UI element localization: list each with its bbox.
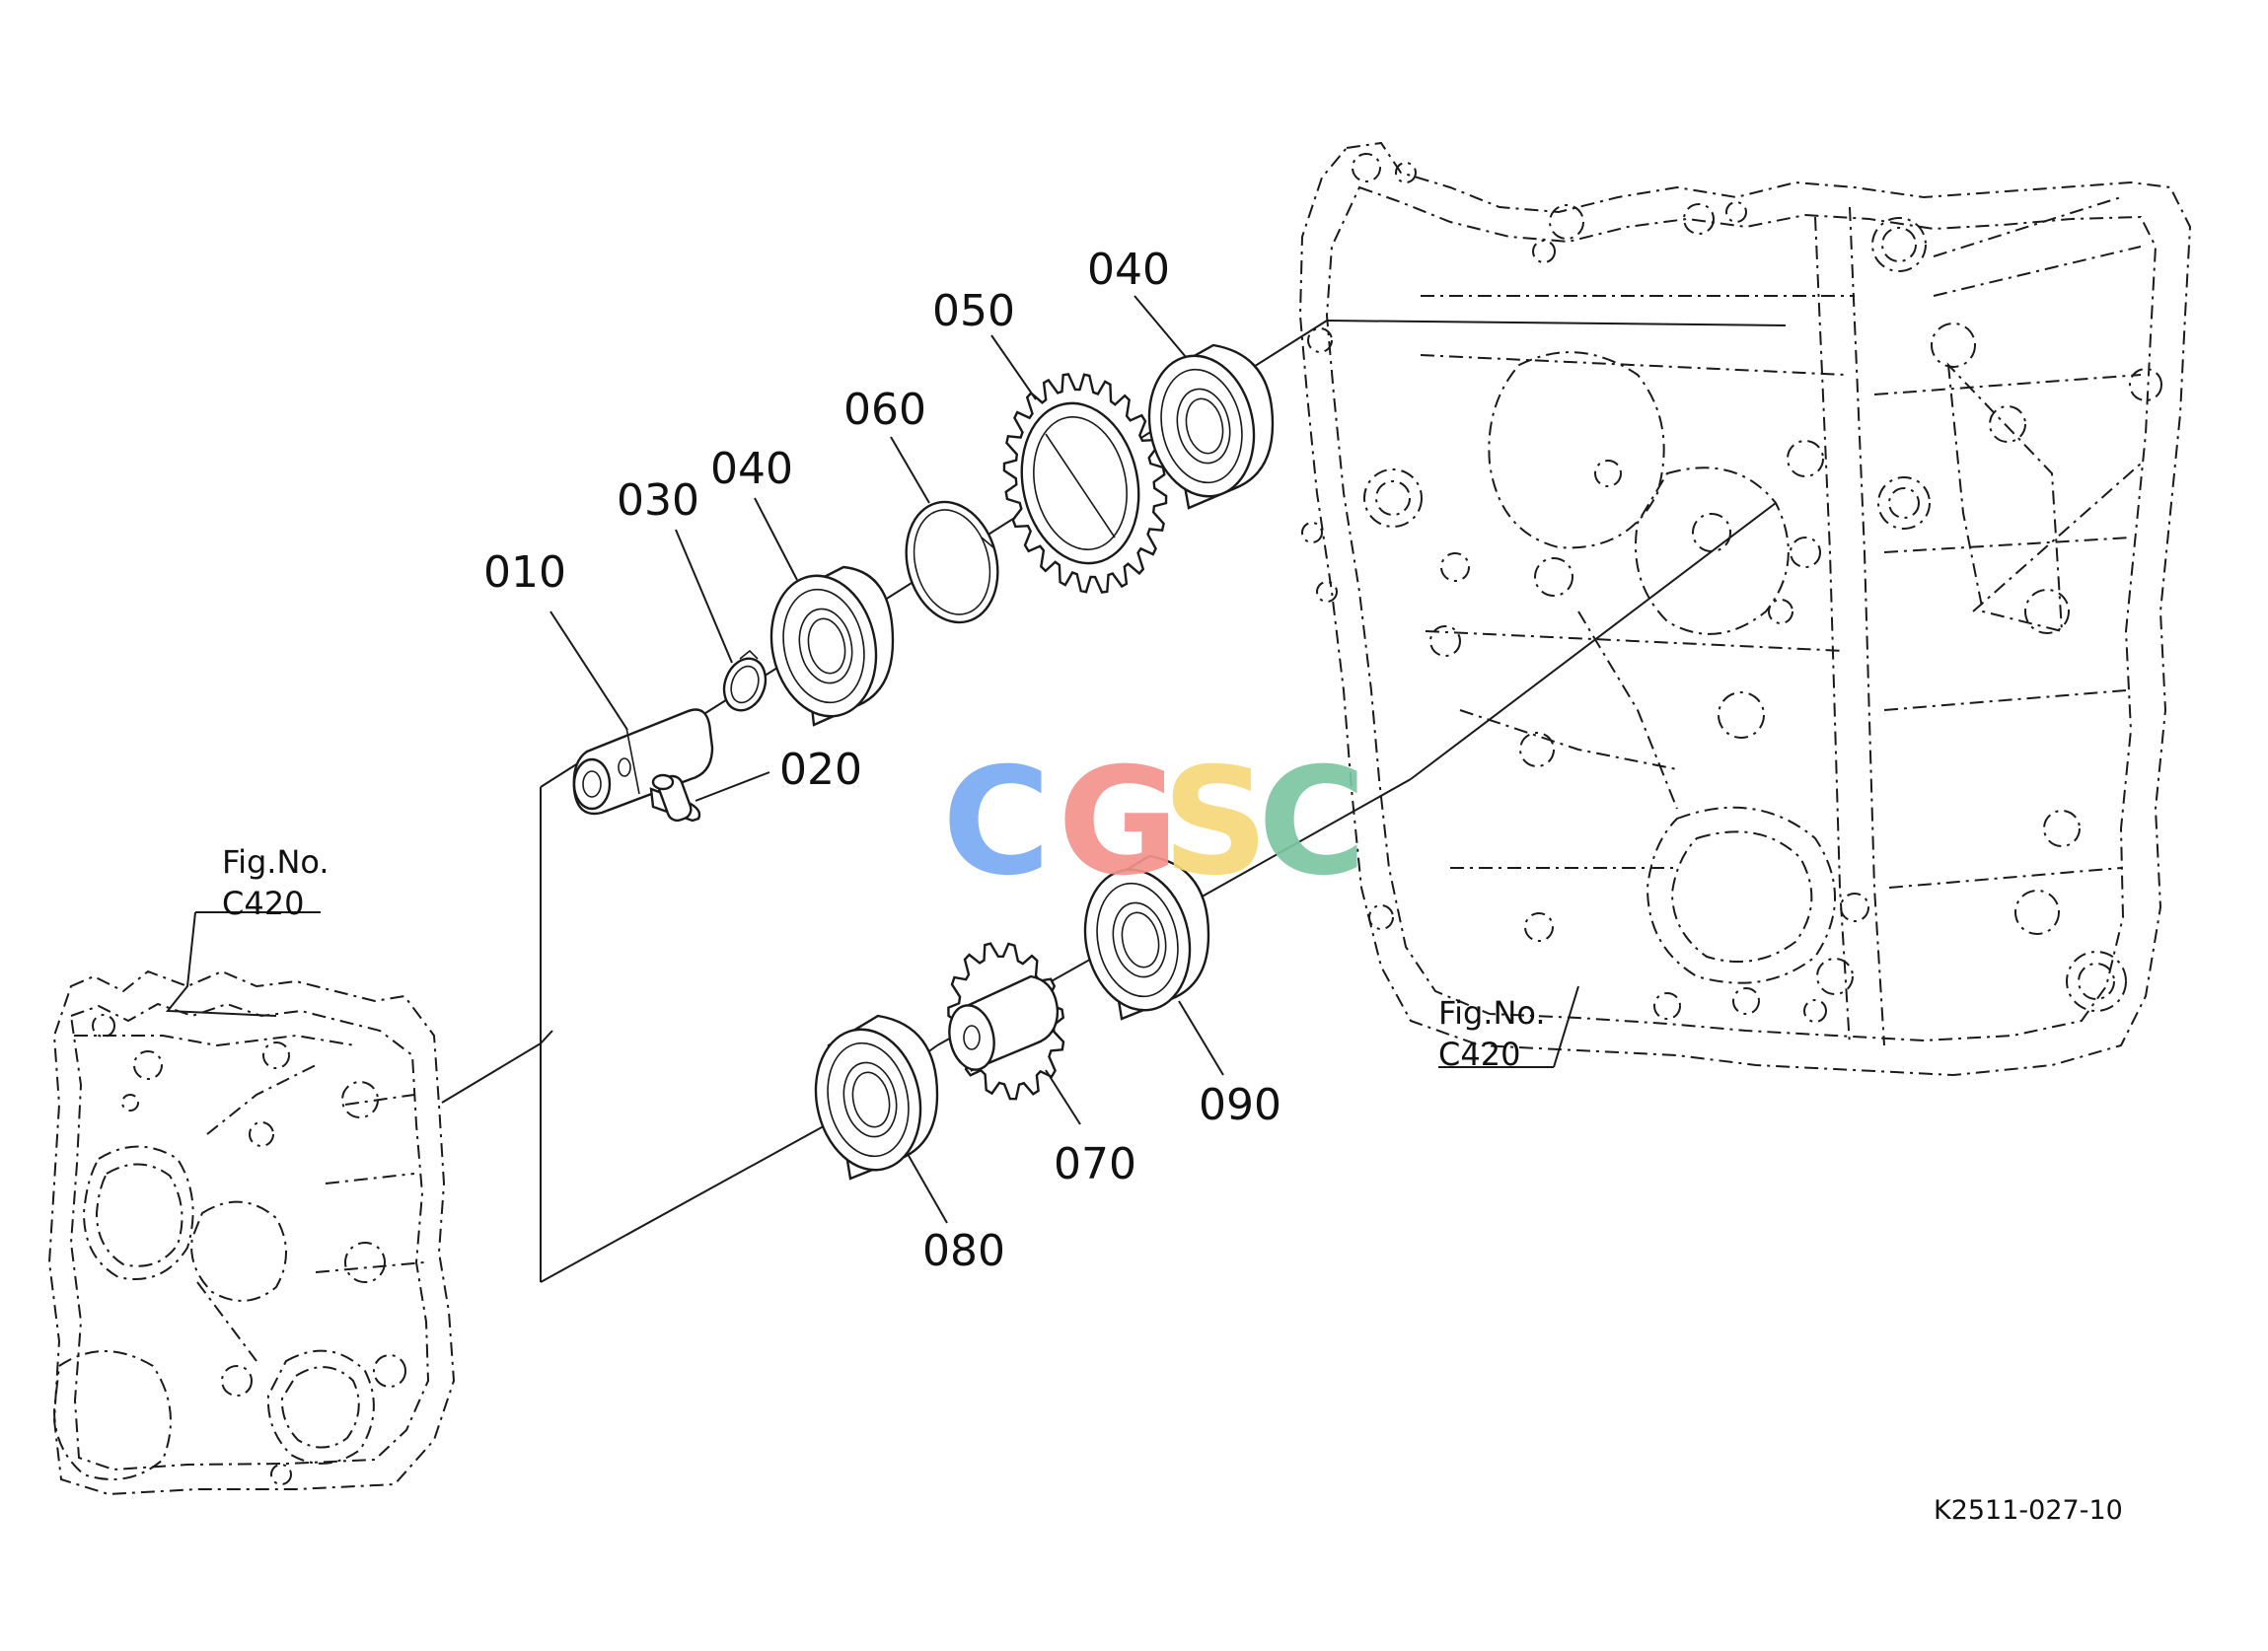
label-020: 020: [779, 745, 862, 795]
fig-ref-right-line2: C420: [1438, 1036, 1520, 1073]
label-040-lower: 040: [710, 444, 793, 494]
watermark-letter-4: C: [1258, 737, 1366, 908]
part-030-circlip: [722, 649, 768, 712]
label-010: 010: [483, 547, 566, 598]
figure-reference-right: Fig.No. C420: [1438, 994, 1546, 1073]
part-080-bearing: [814, 1014, 939, 1181]
label-050: 050: [932, 286, 1015, 336]
part-060-snap-ring: [905, 500, 999, 624]
drawing-code: K2511-027-10: [1934, 1495, 2123, 1526]
label-060: 060: [843, 385, 926, 435]
part-070-gear-shaft: [947, 942, 1065, 1101]
part-050-gear: [1002, 373, 1168, 594]
transmission-case-left: [47, 969, 456, 1496]
label-070: 070: [1054, 1139, 1136, 1189]
part-040-bearing-upper-left: [769, 565, 895, 727]
watermark-letter-2: G: [1058, 737, 1179, 908]
part-020-pin: [649, 773, 701, 823]
watermark-logo: C G S C: [942, 737, 1366, 908]
part-number-labels: 010 020 030 040 040 050 060 070 080 090: [483, 245, 1281, 1276]
label-080: 080: [922, 1226, 1005, 1276]
fig-ref-left-line2: C420: [222, 885, 304, 922]
label-030: 030: [617, 475, 699, 526]
part-010-shaft: [572, 708, 714, 816]
part-040-bearing-upper-right: [1147, 343, 1275, 510]
watermark-letter-3: S: [1162, 737, 1269, 908]
part-090-bearing: [1083, 854, 1210, 1021]
fig-ref-left-line1: Fig.No.: [222, 843, 329, 881]
label-040-upper: 040: [1087, 245, 1170, 295]
leader-lines: [165, 295, 1579, 1224]
fig-ref-right-line1: Fig.No.: [1438, 994, 1546, 1032]
transmission-case-right: [1298, 141, 2192, 1077]
watermark-letter-1: C: [942, 737, 1051, 908]
label-090: 090: [1199, 1080, 1281, 1130]
figure-reference-left: Fig.No. C420: [222, 843, 329, 922]
